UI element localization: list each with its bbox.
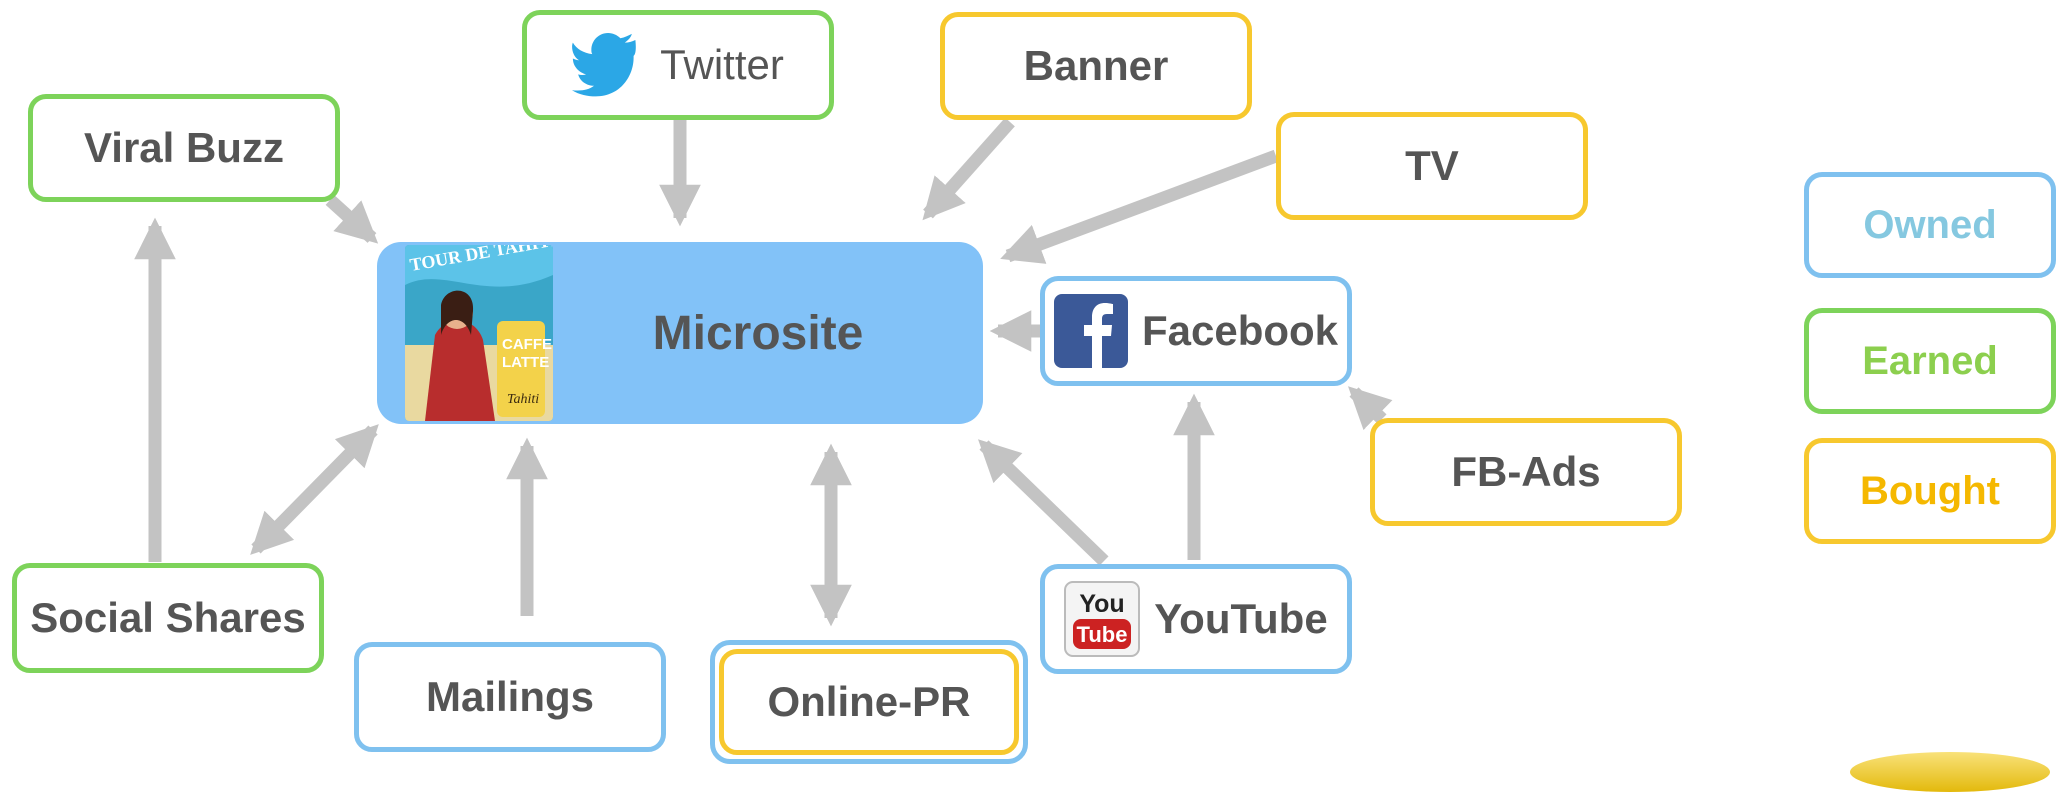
social-shares-node: Social Shares: [12, 563, 324, 673]
legend-bought-label: Bought: [1860, 468, 2000, 513]
viral-buzz-label: Viral Buzz: [84, 124, 284, 171]
fb-ads-node: FB-Ads: [1370, 418, 1682, 526]
product-latte-text: LATTE: [502, 354, 549, 371]
social-shares-label: Social Shares: [30, 594, 306, 641]
twitter-label: Twitter: [660, 41, 784, 88]
youtube-label: YouTube: [1154, 595, 1328, 642]
connector-arrows: [134, 117, 1393, 627]
arrow-tv-to-microsite: [1000, 149, 1279, 264]
legend-earned-label: Earned: [1862, 338, 1998, 383]
tv-node: TV: [1276, 112, 1588, 220]
twitter-bird-icon: [572, 33, 646, 97]
online-pr-label: Online-PR: [767, 678, 971, 725]
product-caffe-text: CAFFE: [502, 336, 552, 353]
legend-earned: Earned: [1804, 308, 2056, 414]
product-tahiti-text: Tahiti: [507, 392, 539, 407]
mailings-node: Mailings: [354, 642, 666, 752]
banner-node: Banner: [940, 12, 1252, 120]
arrow-fbads-to-facebook: [1348, 386, 1393, 431]
legend-owned: Owned: [1804, 172, 2056, 278]
facebook-label: Facebook: [1141, 307, 1339, 354]
fb-ads-label: FB-Ads: [1451, 448, 1601, 495]
facebook-icon: [1053, 294, 1128, 368]
youtube-icon: You Tube: [1064, 581, 1141, 657]
arrow-youtube-to-microsite: [978, 439, 1109, 566]
legend-bought: Bought: [1804, 438, 2056, 544]
product-image: TOUR DE TAHITI CAFFE LATTE Tahiti: [405, 245, 553, 421]
arrow-viral-to-microsite: [325, 195, 379, 244]
microsite-node: TOUR DE TAHITI CAFFE LATTE Tahiti Micros…: [377, 242, 983, 424]
facebook-node: Facebook: [1040, 276, 1352, 386]
mailings-label: Mailings: [425, 673, 595, 720]
youtube-node: You Tube YouTube: [1040, 564, 1352, 674]
youtube-icon-you-text: You: [1080, 590, 1125, 618]
arrow-microsite-social: [250, 424, 379, 555]
online-pr-inner: Online-PR: [719, 649, 1019, 755]
tv-label: TV: [1405, 142, 1459, 189]
online-pr-node: Online-PR: [710, 640, 1028, 764]
youtube-icon-tube-text: Tube: [1077, 622, 1128, 647]
twitter-node: Twitter: [522, 10, 834, 120]
banner-label: Banner: [1023, 42, 1169, 89]
arrow-banner-to-microsite: [922, 117, 1015, 221]
microsite-label: Microsite: [652, 306, 864, 360]
legend-owned-label: Owned: [1863, 202, 1997, 247]
gold-coin-decoration: [1850, 752, 2050, 792]
viral-buzz-node: Viral Buzz: [28, 94, 340, 202]
